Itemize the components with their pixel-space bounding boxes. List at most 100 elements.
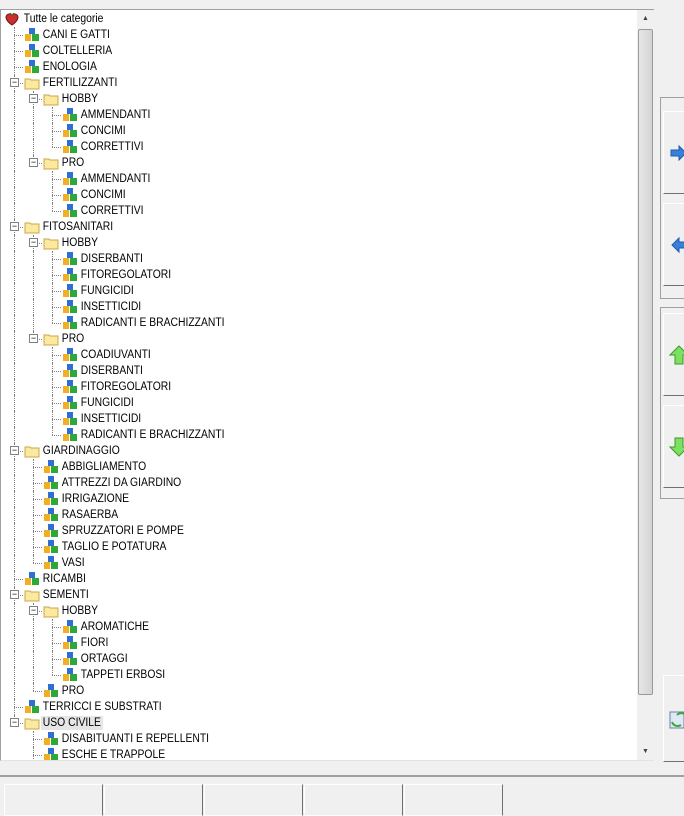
tree-item[interactable]: Tutte le categorie (1, 11, 637, 27)
tree-connector (52, 211, 61, 212)
tree-item[interactable]: TAPPETI ERBOSI (1, 667, 637, 683)
tree-guide-line (14, 363, 15, 379)
tree-connector (33, 563, 42, 564)
tree-connector (33, 483, 42, 484)
tree-item[interactable]: COLTELLERIA (1, 43, 637, 59)
toolbar-button-2[interactable] (104, 784, 203, 816)
tree-item[interactable]: DISERBANTI (1, 363, 637, 379)
tree-item[interactable]: INSETTICIDI (1, 411, 637, 427)
tree-item[interactable]: VASI (1, 555, 637, 571)
tree-item[interactable]: ORTAGGI (1, 651, 637, 667)
tree-item[interactable]: TAGLIO E POTATURA (1, 539, 637, 555)
tree-item[interactable]: RADICANTI E BRACHIZZANTI (1, 427, 637, 443)
folder-icon (43, 92, 59, 106)
tree-connector (52, 435, 61, 436)
tree-item[interactable]: AMMENDANTI (1, 107, 637, 123)
move-up-button[interactable] (663, 313, 684, 396)
tree-item[interactable]: ATTREZZI DA GIARDINO (1, 475, 637, 491)
collapse-toggle-icon[interactable]: − (10, 77, 19, 87)
tree-item[interactable]: AROMATICHE (1, 619, 637, 635)
tree-item[interactable]: FUNGICIDI (1, 395, 637, 411)
collapse-toggle-icon[interactable]: − (29, 93, 38, 103)
toolbar-button-3[interactable] (204, 784, 303, 816)
tree-guide-line (33, 619, 34, 635)
tree-item[interactable]: FIORI (1, 635, 637, 651)
tree-item[interactable]: CORRETTIVI (1, 139, 637, 155)
tree-item[interactable]: RADICANTI E BRACHIZZANTI (1, 315, 637, 331)
collapse-toggle-icon[interactable]: − (29, 605, 38, 615)
tree-item[interactable]: −FERTILIZZANTI (1, 75, 637, 91)
tree-item-label: AMMENDANTI (80, 173, 151, 185)
tree-item[interactable]: COADIUVANTI (1, 347, 637, 363)
collapse-toggle-icon[interactable]: − (29, 157, 38, 167)
toolbar-button-5[interactable] (404, 784, 503, 816)
tree-item[interactable]: ESCHE E TRAPPOLE (1, 747, 637, 761)
tree-item-label: ESCHE E TRAPPOLE (61, 749, 166, 761)
collapse-toggle-icon[interactable]: − (29, 237, 38, 247)
tree-item[interactable]: FUNGICIDI (1, 283, 637, 299)
tree-item[interactable]: RICAMBI (1, 571, 637, 587)
tree-item[interactable]: −FITOSANITARI (1, 219, 637, 235)
folder-icon (24, 588, 40, 602)
tree-item[interactable]: RASAERBA (1, 507, 637, 523)
tree-item[interactable]: INSETTICIDI (1, 299, 637, 315)
category-icon (62, 348, 78, 362)
collapse-toggle-icon[interactable]: − (10, 445, 19, 455)
scroll-up-arrow-icon[interactable]: ▲ (642, 15, 649, 22)
scrollbar-thumb[interactable] (638, 29, 653, 695)
tree-item[interactable]: FITOREGOLATORI (1, 267, 637, 283)
tree-item[interactable]: −PRO (1, 331, 637, 347)
tree-item[interactable]: SPRUZZATORI E POMPE (1, 523, 637, 539)
tree-item[interactable]: TERRICCI E SUBSTRATI (1, 699, 637, 715)
collapse-toggle-icon[interactable]: − (29, 333, 38, 343)
toolbar-button-4[interactable] (304, 784, 403, 816)
tree-guide-line (14, 459, 15, 475)
tree-item[interactable]: CANI E GATTI (1, 27, 637, 43)
tree-item[interactable]: − USO CIVILE (1, 715, 637, 731)
tree-item[interactable]: −HOBBY (1, 91, 637, 107)
tree-guide-line (14, 251, 15, 267)
tree-item[interactable]: −PRO (1, 155, 637, 171)
tree-guide-line (52, 427, 53, 435)
move-down-button[interactable] (663, 405, 684, 488)
tree-item[interactable]: −GIARDINAGGIO (1, 443, 637, 459)
tree-connector (52, 403, 61, 404)
scroll-down-arrow-icon[interactable]: ▼ (642, 748, 649, 755)
arrow-left-icon (671, 236, 684, 253)
tree-guide-line (33, 299, 34, 315)
tree-item[interactable]: FITOREGOLATORI (1, 379, 637, 395)
tree-item[interactable]: −SEMENTI (1, 587, 637, 603)
tree-item-label: USO CIVILE (41, 716, 103, 730)
collapse-toggle-icon[interactable]: − (10, 589, 19, 599)
tree-connector (52, 371, 61, 372)
vertical-scrollbar[interactable]: ▲ ▼ (637, 10, 654, 760)
tree-item[interactable]: DISERBANTI (1, 251, 637, 267)
move-left-button[interactable] (663, 203, 684, 286)
toolbar-button-1[interactable] (4, 784, 103, 816)
tree-item-label: PRO (61, 685, 85, 697)
tree-item[interactable]: −HOBBY (1, 603, 637, 619)
tree-connector (52, 179, 61, 180)
tree-item[interactable]: PRO (1, 683, 637, 699)
category-icon (24, 44, 40, 58)
tree-item[interactable]: IRRIGAZIONE (1, 491, 637, 507)
tree-guide-line (52, 139, 53, 147)
tree-item-label: ATTREZZI DA GIARDINO (61, 477, 182, 489)
collapse-toggle-icon[interactable]: − (10, 717, 19, 727)
tree-item[interactable]: CONCIMI (1, 123, 637, 139)
collapse-toggle-icon[interactable]: − (10, 221, 19, 231)
tree-connector (14, 35, 23, 36)
tree-item-label: ABBIGLIAMENTO (61, 461, 147, 473)
tree-item[interactable]: −HOBBY (1, 235, 637, 251)
tree-item[interactable]: DISABITUANTI E REPELLENTI (1, 731, 637, 747)
refresh-button[interactable] (663, 675, 684, 762)
category-icon (62, 108, 78, 122)
tree-item[interactable]: ENOLOGIA (1, 59, 637, 75)
tree-item[interactable]: AMMENDANTI (1, 171, 637, 187)
tree-item[interactable]: CONCIMI (1, 187, 637, 203)
move-right-button[interactable] (663, 111, 684, 194)
tree-item[interactable]: ABBIGLIAMENTO (1, 459, 637, 475)
tree-guide-line (14, 427, 15, 443)
tree-item[interactable]: CORRETTIVI (1, 203, 637, 219)
